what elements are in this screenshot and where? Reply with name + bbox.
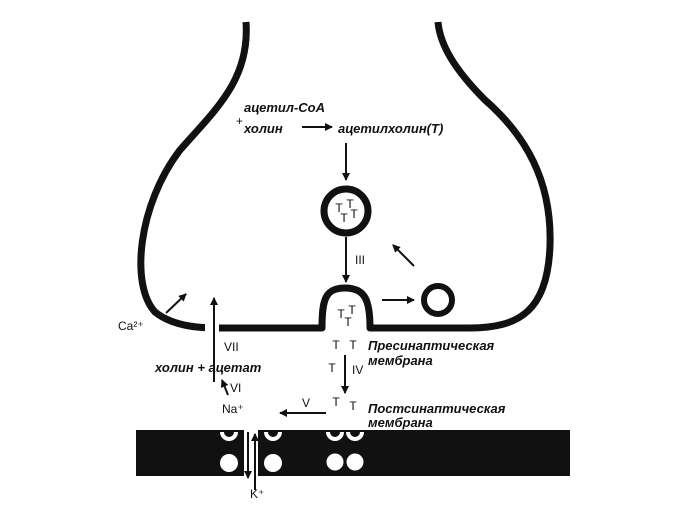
calcium-entry-arrow xyxy=(165,293,187,314)
receptor-binding-site xyxy=(346,432,364,441)
vesicle-transmitter: T xyxy=(335,201,343,215)
step-V-label: V xyxy=(302,396,310,410)
vesicle-transmitter: T xyxy=(350,207,358,221)
ion-channel xyxy=(220,430,282,490)
plus-sign: + xyxy=(236,114,243,128)
released-transmitter: T xyxy=(337,307,345,321)
step-III-label: III xyxy=(355,253,365,267)
released-transmitter-group: T T T xyxy=(337,303,356,329)
channel-subunit xyxy=(220,454,238,472)
vesicle-recycling-arrow xyxy=(392,244,415,267)
cleft-transmitter: T xyxy=(328,361,336,375)
postsynaptic-membrane-label-2: мембрана xyxy=(368,415,433,430)
potassium-label: K⁺ xyxy=(250,487,264,501)
acetylcholine-label: ацетилхолин(T) xyxy=(338,121,443,136)
receptor-cluster xyxy=(326,432,364,471)
postsynaptic-membrane-label: Постсинаптическая xyxy=(368,401,506,416)
choline-acetate-label: холин + ацетат xyxy=(154,360,262,375)
receptor-binding-site xyxy=(326,432,344,441)
step-IV-label: IV xyxy=(352,363,363,377)
acetyl-coa-label: ацетил-CoA xyxy=(244,100,325,115)
step-VI-label: VI xyxy=(230,381,241,395)
cleft-transmitter: T xyxy=(349,399,357,413)
presynaptic-terminal-outline xyxy=(137,21,554,332)
empty-vesicle xyxy=(421,283,455,317)
vesicle-transmitter: T xyxy=(340,211,348,225)
released-transmitter: T xyxy=(348,303,356,317)
receptor-subunit xyxy=(346,453,364,471)
cleft-transmitter-group: T T T T T xyxy=(328,338,357,413)
channel-subunit xyxy=(264,454,282,472)
sodium-label: Na⁺ xyxy=(222,402,244,416)
cleft-transmitter: T xyxy=(349,338,357,352)
receptor-subunit xyxy=(326,453,344,471)
cleft-transmitter: T xyxy=(332,395,340,409)
channel-receptor-site xyxy=(264,432,282,441)
step-VII-label: VII xyxy=(224,340,239,354)
calcium-label: Ca²⁺ xyxy=(118,319,144,333)
presynaptic-membrane-label-2: мембрана xyxy=(368,353,433,368)
channel-receptor-site xyxy=(220,432,238,441)
released-transmitter: T xyxy=(344,315,352,329)
synaptic-vesicle xyxy=(320,185,372,237)
hydrolysis-arrow xyxy=(220,379,229,396)
presynaptic-membrane-label: Пресинаптическая xyxy=(368,338,495,353)
choline-label: холин xyxy=(243,121,283,136)
membrane-gap xyxy=(205,320,219,336)
vesicle-transmitter: T xyxy=(346,197,354,211)
cleft-transmitter: T xyxy=(332,338,340,352)
vesicle-transmitter-group: T T T T xyxy=(335,197,358,225)
